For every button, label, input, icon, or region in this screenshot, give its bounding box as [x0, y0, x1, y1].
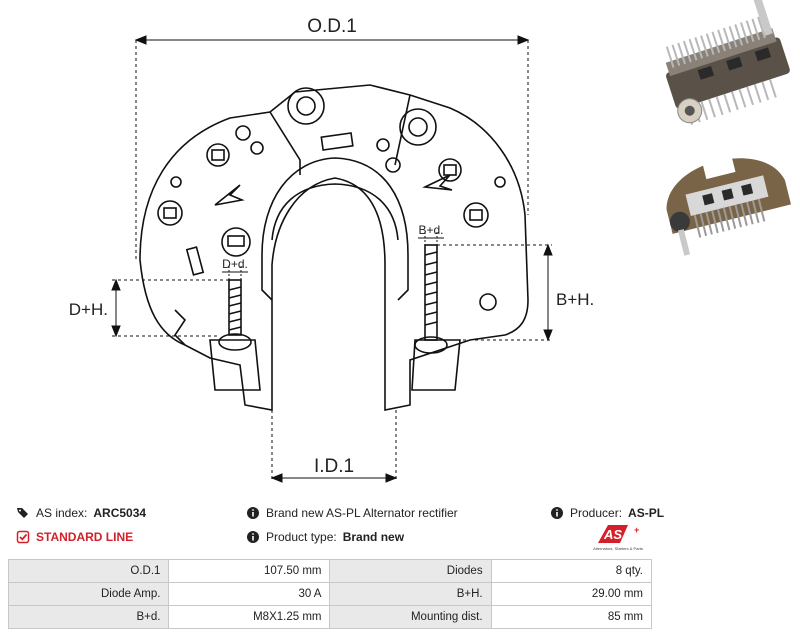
product-photo-bottom — [666, 153, 791, 256]
od-label: O.D.1 — [307, 16, 357, 37]
info-icon — [551, 507, 563, 519]
rectifier-outline — [139, 84, 529, 411]
spec-value: 85 mm — [490, 605, 653, 629]
product-photo-top — [665, 0, 790, 125]
spec-label: O.D.1 — [7, 559, 170, 583]
checkbox-checked-icon — [16, 530, 30, 544]
bd-label: B+d. — [418, 223, 443, 237]
description-row: Brand new AS-PL Alternator rectifier — [246, 506, 458, 520]
right-stud — [414, 244, 448, 354]
spec-label: Diode Amp. — [7, 582, 170, 606]
table-row: Diode Amp. 30 A B+H. 29.00 mm — [7, 582, 653, 606]
product-type-value: Brand new — [342, 530, 405, 544]
table-row: O.D.1 107.50 mm Diodes 8 qty. — [7, 559, 653, 583]
as-index-row: AS index: ARC5034 — [16, 506, 146, 520]
dd-label: D+d. — [222, 257, 248, 271]
logo-text: AS — [603, 527, 622, 542]
dh-label: D+H. — [69, 300, 108, 319]
spec-label: B+H. — [329, 582, 492, 606]
table-row: B+d. M8X1.25 mm Mounting dist. 85 mm — [7, 605, 653, 629]
spec-value: M8X1.25 mm — [168, 605, 331, 629]
standard-line-row: STANDARD LINE — [16, 530, 133, 544]
spec-label: Mounting dist. — [329, 605, 492, 629]
info-icon — [247, 507, 259, 519]
spec-label: Diodes — [329, 559, 492, 583]
tags-icon — [17, 508, 28, 518]
producer-value: AS-PL — [628, 506, 665, 520]
spec-value: 30 A — [168, 582, 331, 606]
as-index-value: ARC5034 — [93, 506, 147, 520]
standard-line-text: STANDARD LINE — [36, 530, 134, 544]
as-pl-logo: AS + Alternators, Starters & Parts — [593, 525, 643, 551]
spec-label: B+d. — [7, 605, 170, 629]
product-type-label: Product type: — [266, 530, 337, 544]
producer-row: Producer: AS-PL — [550, 506, 664, 520]
product-type-row: Product type: Brand new — [246, 530, 404, 544]
producer-label: Producer: — [570, 506, 623, 520]
logo-subtext: Alternators, Starters & Parts — [593, 546, 643, 551]
specs-table: O.D.1 107.50 mm Diodes 8 qty. Diode Amp.… — [7, 559, 653, 629]
description-text: Brand new AS-PL Alternator rectifier — [266, 506, 458, 520]
svg-text:+: + — [634, 525, 639, 535]
spec-value: 107.50 mm — [168, 559, 331, 583]
info-icon — [247, 531, 259, 543]
as-index-label: AS index: — [36, 506, 88, 520]
id-label: I.D.1 — [314, 456, 354, 477]
spec-value: 8 qty. — [490, 559, 653, 583]
spec-value: 29.00 mm — [490, 582, 653, 606]
technical-drawing: O.D.1 I.D.1 D+H. B+H. D+d. B+d. — [69, 16, 594, 483]
bh-label: B+H. — [556, 290, 594, 309]
